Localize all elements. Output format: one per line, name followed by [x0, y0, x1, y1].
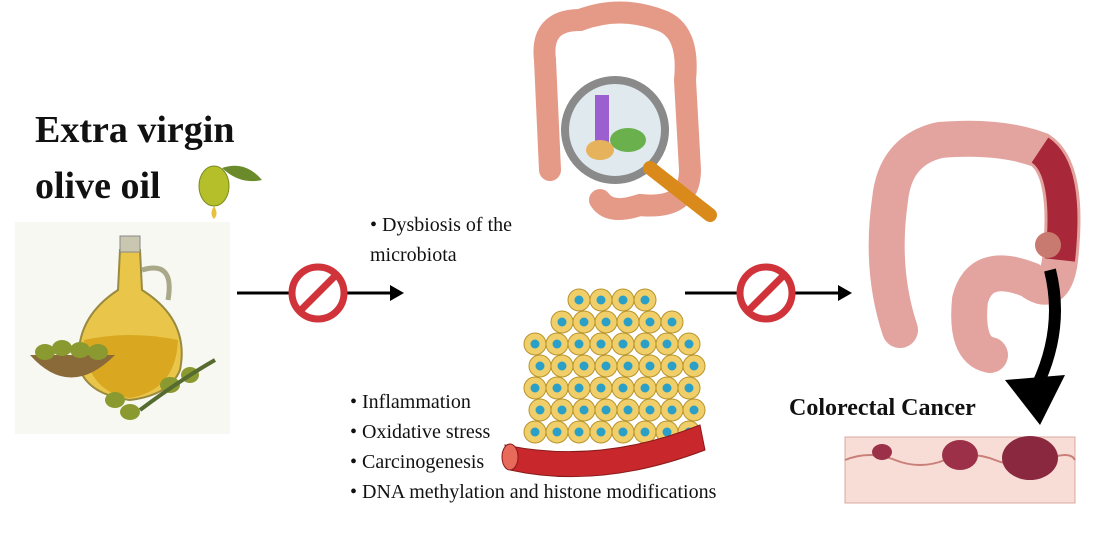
microbiota-line-2: microbiota [370, 244, 457, 266]
cell-nucleus [645, 405, 655, 415]
cell-nucleus [645, 361, 655, 371]
cell-nucleus [689, 405, 699, 415]
cell-nucleus [662, 383, 672, 393]
cell-nucleus [596, 427, 606, 437]
cell-nucleus [574, 339, 584, 349]
cell-nucleus [640, 339, 650, 349]
cell-nucleus [530, 383, 540, 393]
cell-nucleus [623, 317, 633, 327]
cell-nucleus [552, 427, 562, 437]
blood-vessel-illustration [501, 424, 706, 478]
colorectal-tissue-cross-section [844, 436, 1076, 504]
cell-nucleus [645, 317, 655, 327]
inhibition-arrow-1 [237, 263, 404, 323]
colon-illustration [868, 120, 1081, 373]
cell-nucleus [535, 361, 545, 371]
cell-nucleus [557, 361, 567, 371]
intestine-microbiota-magnifier-illustration [533, 1, 717, 222]
cell-nucleus [618, 339, 628, 349]
cell-nucleus [601, 361, 611, 371]
cell-nucleus [557, 317, 567, 327]
cell-nucleus [684, 383, 694, 393]
cell-nucleus [623, 361, 633, 371]
page-title: Extra virgin olive oil [35, 102, 234, 214]
cell-nucleus [667, 361, 677, 371]
cell-nucleus [684, 339, 694, 349]
cell-nucleus [574, 383, 584, 393]
cell-nucleus [596, 383, 606, 393]
olive-oil-jar-illustration [15, 222, 230, 434]
cell-nucleus [667, 317, 677, 327]
microbiota-effect-text: • Dysbiosis of the microbiota [370, 210, 512, 270]
cell-nucleus [552, 383, 562, 393]
cell-nucleus [640, 295, 650, 305]
mechanisms-list: • Inflammation • Oxidative stress • Carc… [350, 387, 716, 507]
cell-nucleus [667, 405, 677, 415]
cell-nucleus [618, 383, 628, 393]
cell-nucleus [596, 295, 606, 305]
cell-nucleus [640, 427, 650, 437]
title-line-1: Extra virgin [35, 109, 235, 151]
inhibition-arrow-2 [685, 263, 852, 323]
cell-nucleus [579, 361, 589, 371]
tumor-tissue-illustration [523, 288, 706, 444]
microbiota-line-1: • Dysbiosis of the [370, 214, 513, 236]
cell-nucleus [557, 405, 567, 415]
cell-nucleus [618, 427, 628, 437]
cell-nucleus [535, 405, 545, 415]
outcome-label: Colorectal Cancer [789, 395, 976, 421]
cell-nucleus [689, 361, 699, 371]
cell-nucleus [530, 427, 540, 437]
cell-nucleus [618, 295, 628, 305]
cell-nucleus [601, 405, 611, 415]
olive-icon [198, 165, 262, 219]
cell-nucleus [579, 405, 589, 415]
cell-nucleus [574, 295, 584, 305]
mechanism-item: • Inflammation [350, 391, 471, 413]
cell-nucleus [601, 317, 611, 327]
cell-nucleus [623, 405, 633, 415]
cell-nucleus [662, 427, 672, 437]
mechanism-item: • DNA methylation and histone modificati… [350, 481, 717, 503]
cell-nucleus [640, 383, 650, 393]
cell-nucleus [596, 339, 606, 349]
cell-nucleus [574, 427, 584, 437]
cell-nucleus [662, 339, 672, 349]
cell-nucleus [552, 339, 562, 349]
cell-nucleus [579, 317, 589, 327]
cell-nucleus [530, 339, 540, 349]
progression-arrow [1005, 268, 1065, 425]
mechanism-item: • Oxidative stress [350, 421, 491, 443]
mechanism-item: • Carcinogenesis [350, 451, 485, 473]
title-line-2: olive oil [35, 165, 161, 207]
